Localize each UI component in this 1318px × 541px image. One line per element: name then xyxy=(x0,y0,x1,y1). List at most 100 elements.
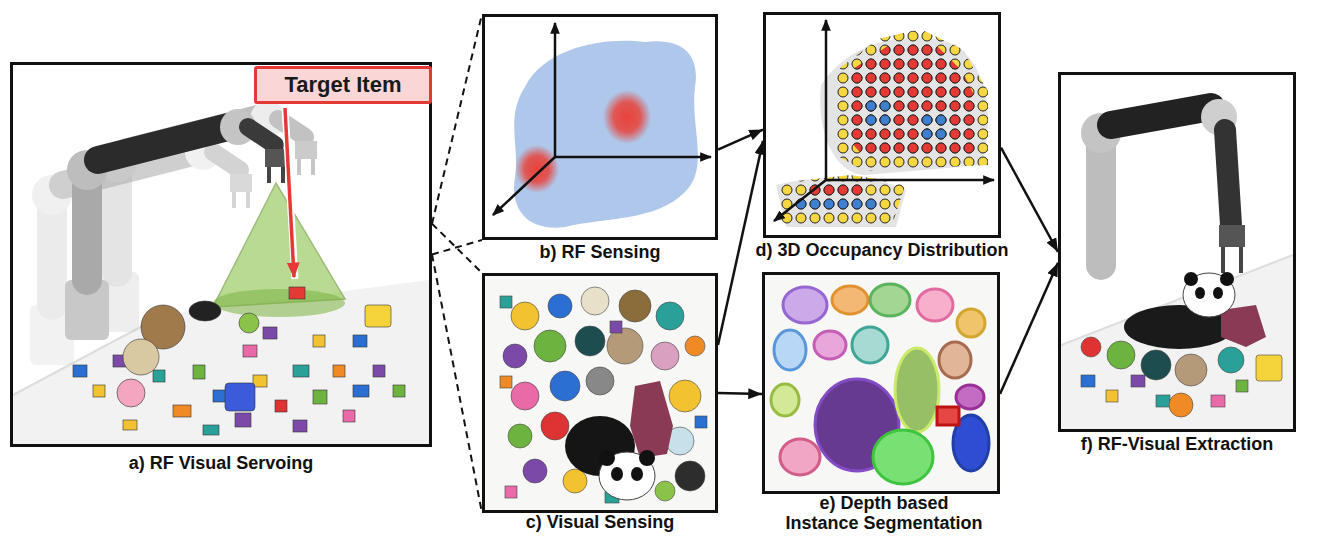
zoom-guide-line xyxy=(432,224,482,513)
cluttered-pile-photo-part-part xyxy=(656,302,684,330)
callout-label: Target Item xyxy=(285,72,402,98)
panel-frame: c) Visual Sensing xyxy=(482,273,718,513)
connector-line xyxy=(432,14,482,224)
rf-heatmap-illustration-part xyxy=(554,23,557,157)
segmentation-masks-part-part xyxy=(832,286,868,314)
cluttered-pile-photo-part-part xyxy=(523,459,547,483)
occupancy-point-cloud-part xyxy=(774,180,826,221)
robot-extraction-scene-part xyxy=(1086,145,1116,265)
robot-extraction-scene-part-part xyxy=(1107,341,1135,369)
connector-line xyxy=(1000,263,1058,394)
panel-frame: f) RF-Visual Extraction xyxy=(1058,72,1296,432)
connector-line xyxy=(718,130,763,150)
robot-extraction-scene-part-part xyxy=(1218,347,1244,373)
panel-frame: b) RF Sensing xyxy=(482,14,718,240)
robot-extraction-scene-part xyxy=(1183,273,1235,317)
cluttered-pile-photo-part xyxy=(611,467,623,481)
robot-scene-illustration-part-part xyxy=(393,385,405,397)
target-callout-box: Target Item xyxy=(254,66,432,104)
robot-extraction-scene-part-part xyxy=(1141,350,1171,380)
panel-frame: e) Depth based Instance Segmentation xyxy=(762,272,1000,494)
robot-scene-illustration-part xyxy=(285,108,295,279)
robot-scene-illustration-part-part xyxy=(235,413,251,427)
segmentation-masks-part-part xyxy=(783,287,827,323)
cluttered-pile-photo-part-part xyxy=(619,290,651,322)
cluttered-pile-photo-part xyxy=(630,381,673,458)
robot-scene-illustration xyxy=(13,65,429,444)
robot-scene-illustration-part-part xyxy=(353,385,369,397)
robot-extraction-scene-part-part xyxy=(1081,337,1101,357)
segmentation-masks-part-part xyxy=(873,430,933,484)
robot-extraction-scene-part xyxy=(1195,287,1205,299)
cluttered-pile-photo-part-part xyxy=(586,367,614,395)
robot-extraction-scene-part-part xyxy=(1106,390,1118,402)
cluttered-pile-photo-part-part xyxy=(505,486,517,498)
flow-arrow xyxy=(718,130,763,150)
robot-scene-illustration-part-part xyxy=(293,365,309,377)
cluttered-pile-photo-part xyxy=(500,287,707,503)
segmentation-masks-part xyxy=(771,284,989,484)
segmentation-masks-part-part xyxy=(917,289,953,321)
robot-scene-illustration-part-part xyxy=(253,375,267,387)
robot-scene-illustration-part-part xyxy=(343,410,355,422)
cluttered-pile-photo-part-part xyxy=(534,330,566,362)
cluttered-pile-photo-part-part xyxy=(541,412,569,440)
cluttered-pile-photo-part-part xyxy=(500,376,512,388)
cluttered-pile-photo-part-part xyxy=(550,371,580,401)
cluttered-pile-photo-part-part xyxy=(581,287,609,315)
robot-extraction-scene-part xyxy=(1239,247,1243,273)
connector-line xyxy=(718,393,762,394)
cluttered-pile-photo-part-part xyxy=(575,326,605,356)
connector-line xyxy=(432,255,482,514)
robot-scene-illustration-part-part xyxy=(117,379,145,407)
cluttered-pile-photo-part xyxy=(631,467,643,481)
occupancy-point-cloud-part xyxy=(850,43,976,157)
robot-extraction-scene-part xyxy=(1220,272,1234,286)
cluttered-pile-photo-part-part xyxy=(508,424,532,448)
panel-caption: d) 3D Occupancy Distribution xyxy=(755,241,1008,261)
robot-scene-illustration-part-part xyxy=(289,287,305,299)
cluttered-pile-photo-part-part xyxy=(651,342,679,370)
robot-scene-illustration-part-part xyxy=(225,383,255,411)
cluttered-pile-photo-part-part xyxy=(511,302,539,330)
segmentation-masks-part-part xyxy=(774,330,806,370)
occupancy-point-cloud xyxy=(766,15,998,235)
cluttered-pile-photo-part-part xyxy=(548,294,572,318)
robot-extraction-scene-part-part xyxy=(1131,375,1145,387)
segmentation-masks-part-part xyxy=(814,331,846,359)
occupancy-point-cloud-part xyxy=(794,197,878,211)
robot-scene-illustration-part-part xyxy=(239,313,259,333)
flow-arrow xyxy=(1000,263,1058,394)
segmentation-masks-part-part xyxy=(870,284,910,316)
segmentation-masks xyxy=(765,275,997,491)
robot-scene-illustration-part-part xyxy=(123,420,137,430)
segmentation-masks-part-part xyxy=(895,348,939,432)
robot-scene-illustration-part-part xyxy=(313,335,325,347)
cluttered-pile-photo-part-part xyxy=(669,380,701,412)
robot-extraction-scene-part xyxy=(1213,287,1223,299)
robot-extraction-scene-part-part xyxy=(1081,375,1095,387)
robot-extraction-scene-part-part xyxy=(1175,354,1207,386)
robot-scene-illustration-part xyxy=(213,289,345,317)
robot-extraction-scene-part xyxy=(1225,130,1231,225)
panel-caption: a) RF Visual Servoing xyxy=(129,454,314,474)
rf-heatmap-illustration-part xyxy=(555,156,711,159)
robot-scene-illustration-part-part xyxy=(373,365,385,377)
robot-extraction-scene-part xyxy=(1221,247,1225,273)
cluttered-pile-photo-part-part xyxy=(610,321,622,333)
panel-caption: b) RF Sensing xyxy=(540,243,661,263)
cluttered-pile-photo-part-part xyxy=(503,344,527,368)
segmentation-masks-part-part xyxy=(937,407,959,425)
robot-scene-illustration-part xyxy=(285,108,294,277)
robot-extraction-scene-part xyxy=(1219,225,1245,247)
cluttered-pile-photo-part-part xyxy=(511,382,539,410)
robot-scene-illustration-part-part xyxy=(123,339,159,375)
robot-scene-illustration-part-part xyxy=(275,400,287,412)
cluttered-pile-photo-part-part xyxy=(607,328,643,364)
robot-extraction-scene-part-part xyxy=(1236,380,1248,392)
segmentation-masks-part xyxy=(765,275,997,491)
robot-scene-illustration-part-part xyxy=(365,305,391,327)
cluttered-pile-photo-part-part xyxy=(685,336,705,356)
segmentation-masks-part-part xyxy=(852,327,888,363)
zoom-guide-line xyxy=(432,14,482,255)
